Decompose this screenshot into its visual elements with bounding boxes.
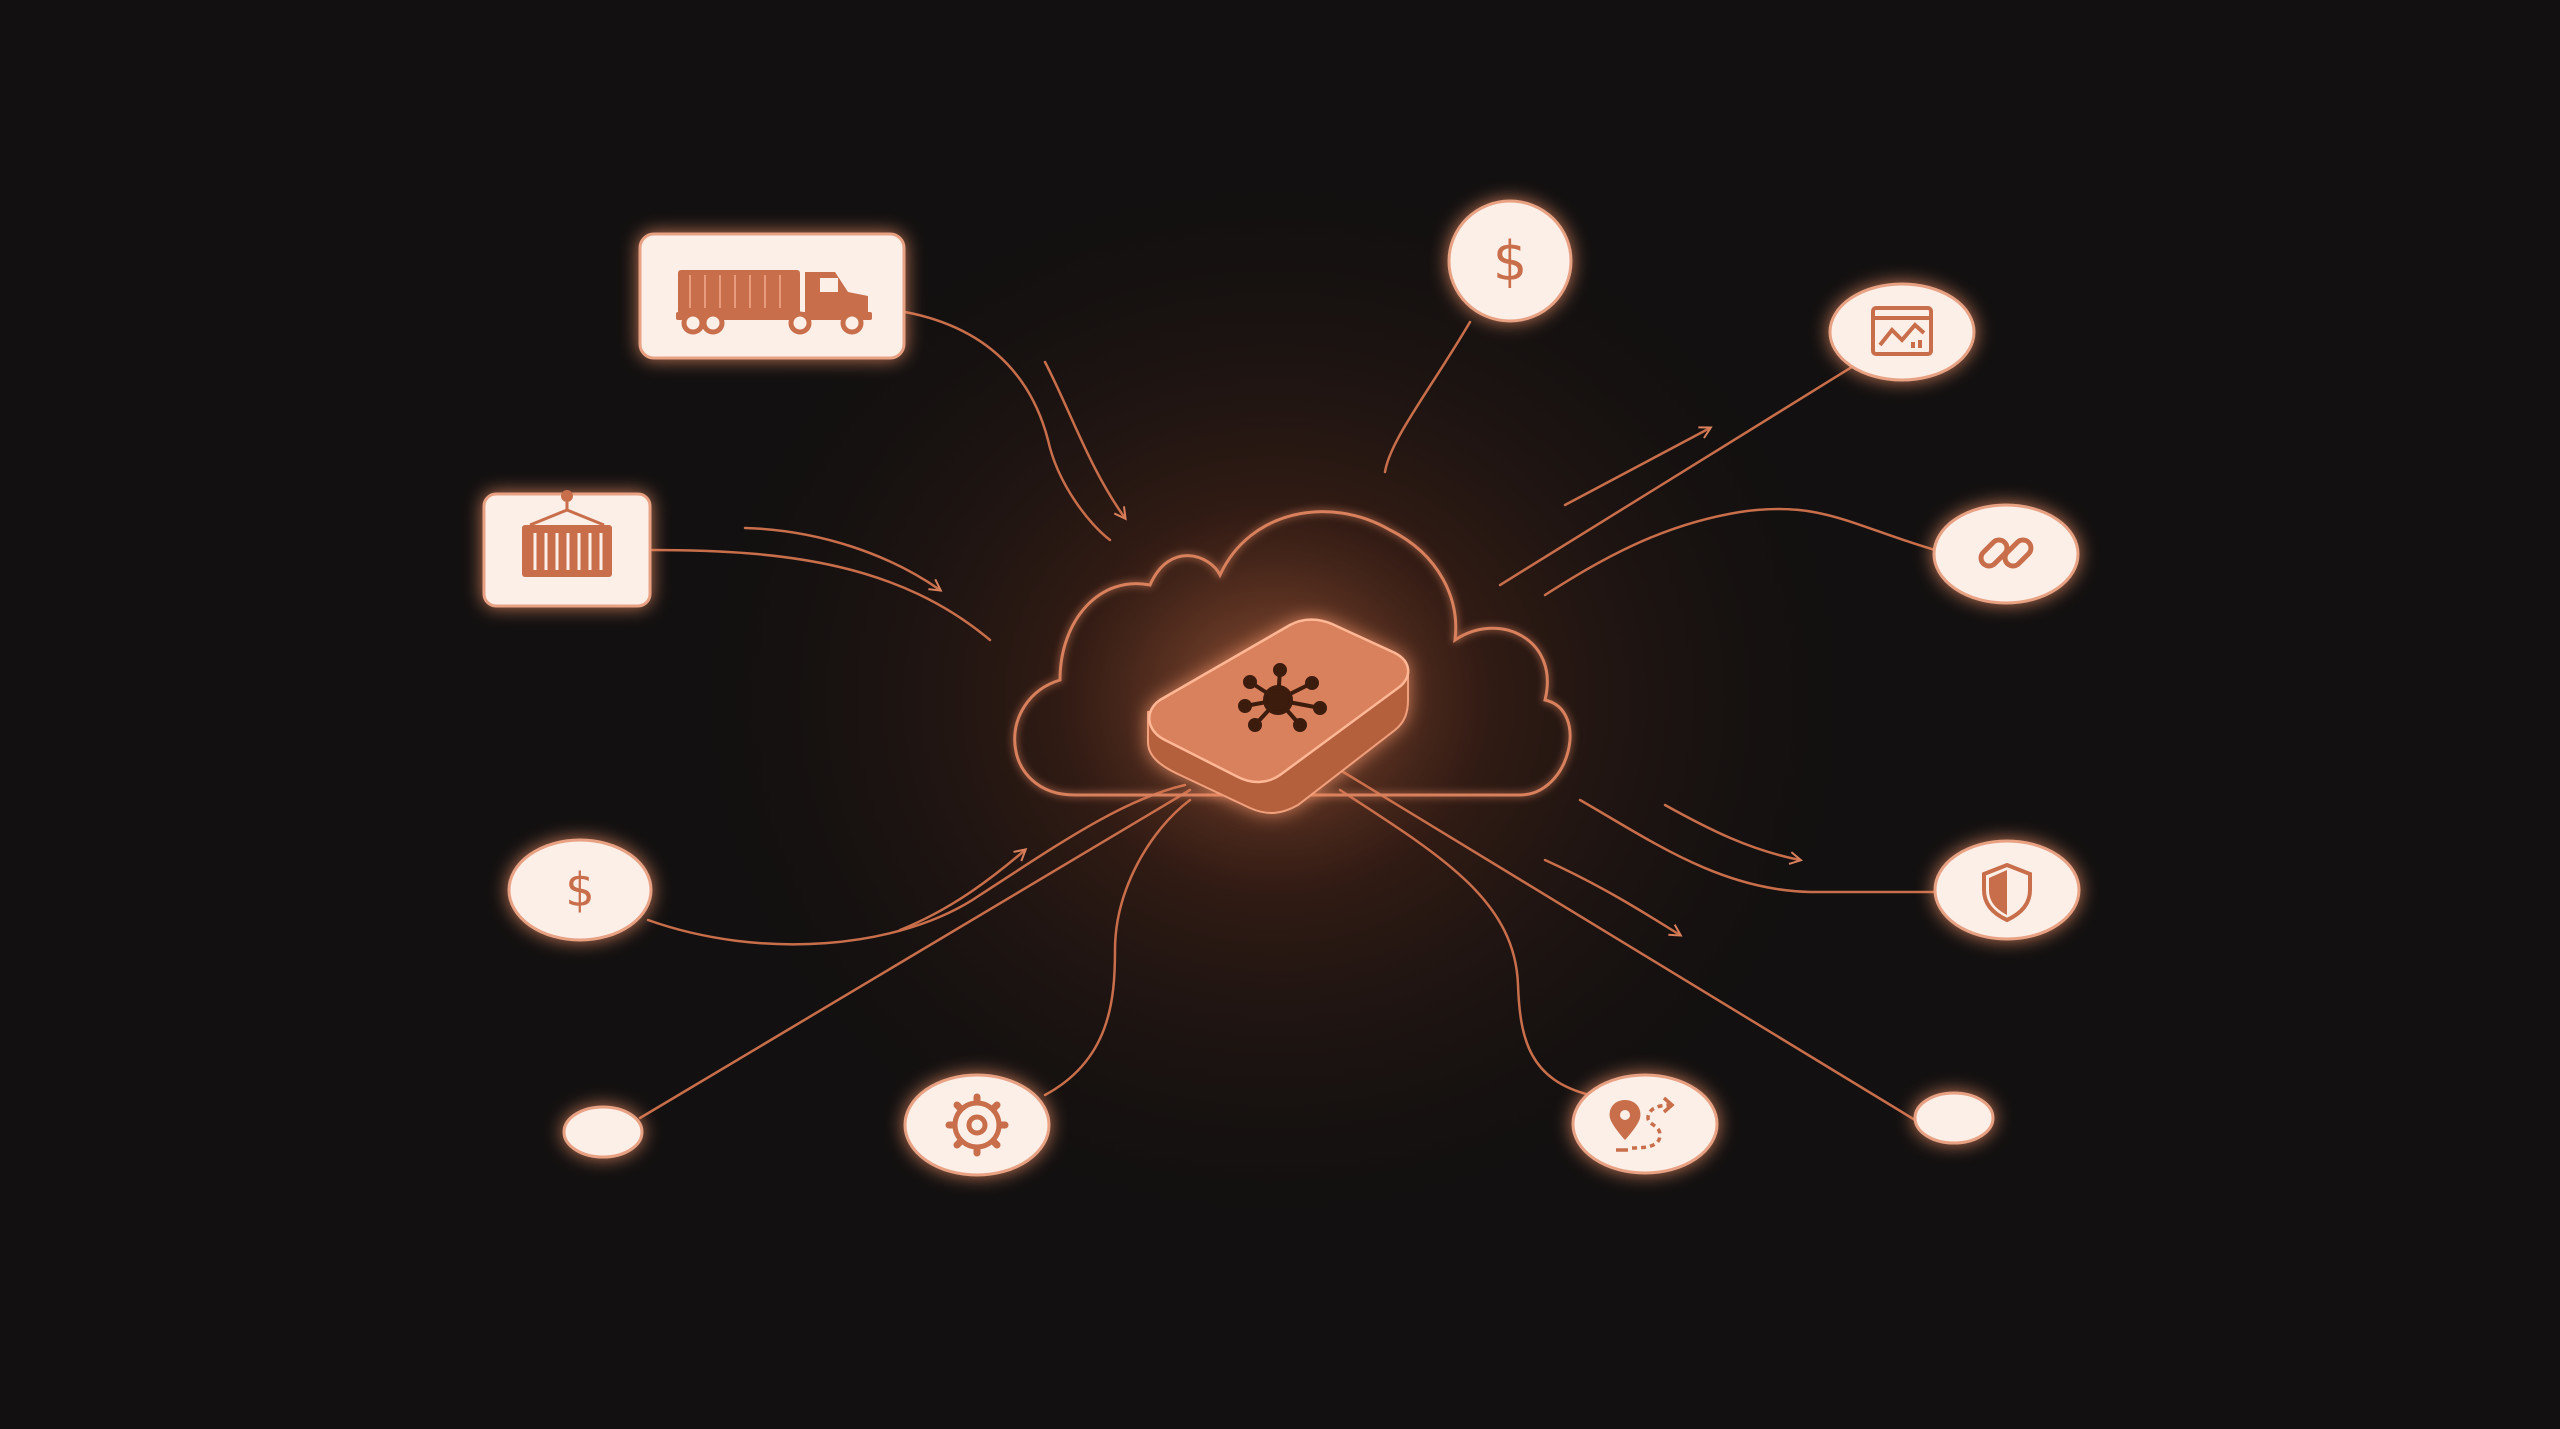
analytics-chart-icon xyxy=(1871,306,1933,356)
dollar-icon: $ xyxy=(1493,230,1527,293)
connector-link xyxy=(1543,507,1937,597)
cloud-container xyxy=(1013,510,1572,797)
connector-dollar-left xyxy=(646,783,1187,946)
connector-container xyxy=(650,548,992,642)
connector-blank-right xyxy=(1338,768,1917,1122)
node-gear[interactable] xyxy=(903,1073,1051,1177)
connector-lines xyxy=(638,310,1937,1122)
connector-chart xyxy=(1498,363,1857,587)
node-dollar-left[interactable]: $ xyxy=(507,838,653,942)
arrow-shield xyxy=(1663,803,1800,860)
node-shield[interactable] xyxy=(1933,839,2081,941)
truck-icon xyxy=(676,270,872,335)
node-route[interactable] xyxy=(1571,1073,1719,1175)
arrow-truck xyxy=(1043,360,1125,518)
cloud-outline xyxy=(1013,510,1572,797)
gear-icon xyxy=(945,1093,1009,1157)
node-chart[interactable] xyxy=(1828,282,1976,382)
connector-dollar-top xyxy=(1383,320,1472,474)
arrow-container xyxy=(743,526,940,590)
connector-truck xyxy=(903,310,1112,542)
node-blank-right[interactable] xyxy=(1913,1091,1995,1145)
node-link[interactable] xyxy=(1932,503,2080,605)
arrow-route xyxy=(1543,858,1680,935)
connector-shield xyxy=(1578,798,1937,894)
arrow-chart xyxy=(1563,428,1710,507)
cargo-container-icon xyxy=(522,490,612,577)
connector-gear xyxy=(1043,798,1192,1097)
connector-route xyxy=(1338,788,1592,1097)
hub-device[interactable] xyxy=(1147,618,1410,814)
node-truck[interactable] xyxy=(638,232,906,360)
link-icon xyxy=(1978,537,2034,569)
connector-blank-left xyxy=(638,788,1192,1120)
node-blank-left[interactable] xyxy=(562,1105,644,1159)
node-dollar-top[interactable]: $ xyxy=(1447,199,1573,323)
arrow-dollar-left xyxy=(898,850,1025,932)
node-container[interactable] xyxy=(482,490,652,608)
network-hub-icon xyxy=(1238,663,1327,732)
route-pin-icon xyxy=(1609,1096,1675,1152)
shield-icon xyxy=(1982,862,2032,923)
dollar-icon: $ xyxy=(565,863,594,917)
